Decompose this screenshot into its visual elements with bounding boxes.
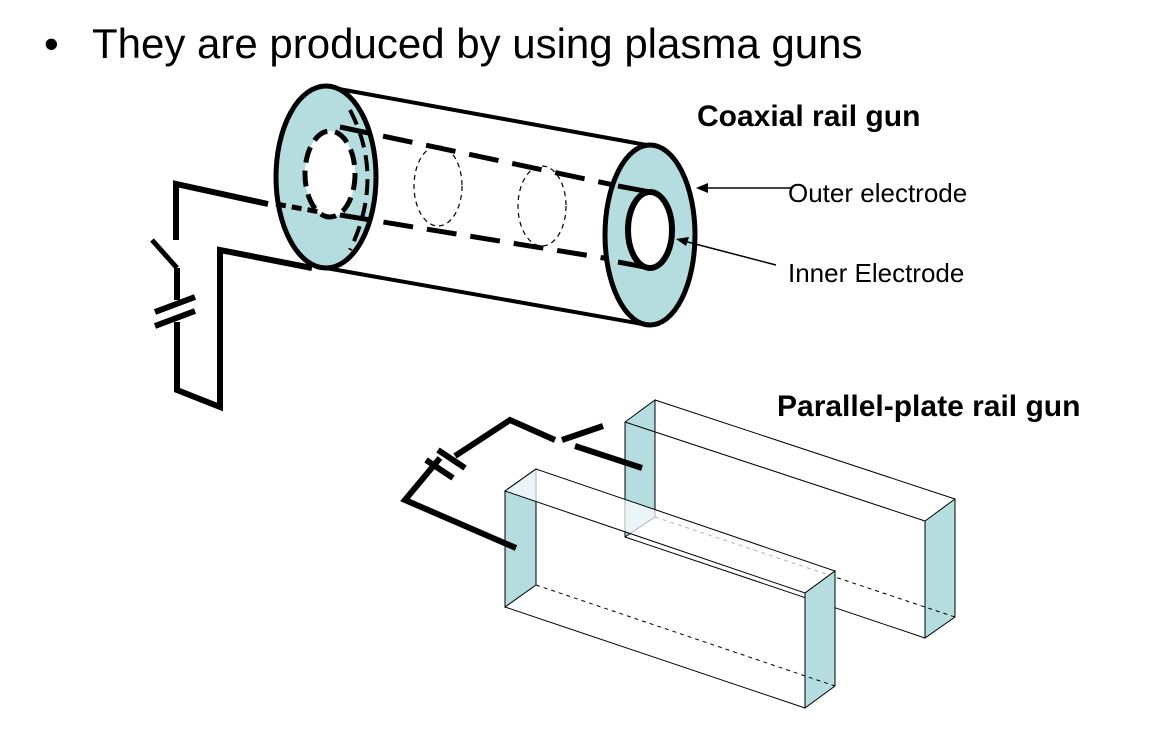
front-plate-bottom-back	[535, 584, 836, 687]
front-inner-top-stub	[617, 183, 651, 195]
back-inner-ellipse	[302, 128, 358, 220]
pp-wire-left	[400, 456, 518, 551]
switch-blade	[150, 238, 179, 270]
coaxial-rail-gun: Coaxial rail gun Outer electrode Inner E…	[150, 83, 967, 412]
back-plate-top-front	[624, 421, 926, 522]
bullet-glyph: •	[44, 20, 59, 67]
front-plate	[503, 468, 837, 709]
capacitor-plate-1	[153, 294, 197, 315]
slide-heading: They are produced by using plasma guns	[92, 20, 863, 67]
outer-electrode-arrowhead	[696, 183, 708, 193]
front-inner-ellipse	[625, 189, 675, 271]
inner-electrode-label: Inner Electrode	[788, 258, 964, 288]
pp-capacitor-plate-2	[436, 447, 467, 471]
front-inner-bottom-stub	[617, 259, 651, 271]
pp-wire-top	[453, 416, 557, 459]
pp-switch	[561, 423, 604, 443]
outer-electrode-label: Outer electrode	[788, 178, 967, 208]
cylinder-top-edge	[327, 85, 653, 148]
inner-electrode-top-dashed	[339, 124, 629, 191]
back-plate-top-back	[654, 399, 956, 500]
back-plate-right-face	[924, 498, 956, 639]
front-plate-bottom-front	[504, 606, 806, 709]
back-hidden-arc	[348, 109, 370, 251]
inner-electrode-bottom-dashed	[339, 212, 629, 265]
circuit-wire-bottom	[174, 246, 313, 412]
circuit-wire-top	[173, 180, 269, 240]
slide-bullet-text: • They are produced by using plasma guns	[44, 14, 862, 74]
pp-capacitor-plate-1	[424, 457, 455, 481]
plasma-ring-2	[517, 165, 567, 247]
coaxial-title: Coaxial rail gun	[697, 100, 920, 133]
inner-electrode-arrowhead	[676, 237, 689, 246]
parallel-plate-rail-gun: Parallel-plate rail gun	[400, 390, 1080, 709]
cylinder-bottom-edge	[325, 266, 649, 327]
capacitor-plate-2	[153, 308, 197, 329]
front-plate-right-face	[804, 570, 836, 709]
inner-electrode-pointer	[679, 239, 777, 266]
front-plate-top-face	[503, 468, 837, 594]
pp-wire-to-plate	[574, 443, 643, 471]
plasma-ring-1	[413, 145, 463, 227]
parallel-plate-title: Parallel-plate rail gun	[777, 390, 1080, 423]
back-plate-bottom-front	[624, 536, 926, 639]
wire-end-dashed	[275, 201, 321, 215]
